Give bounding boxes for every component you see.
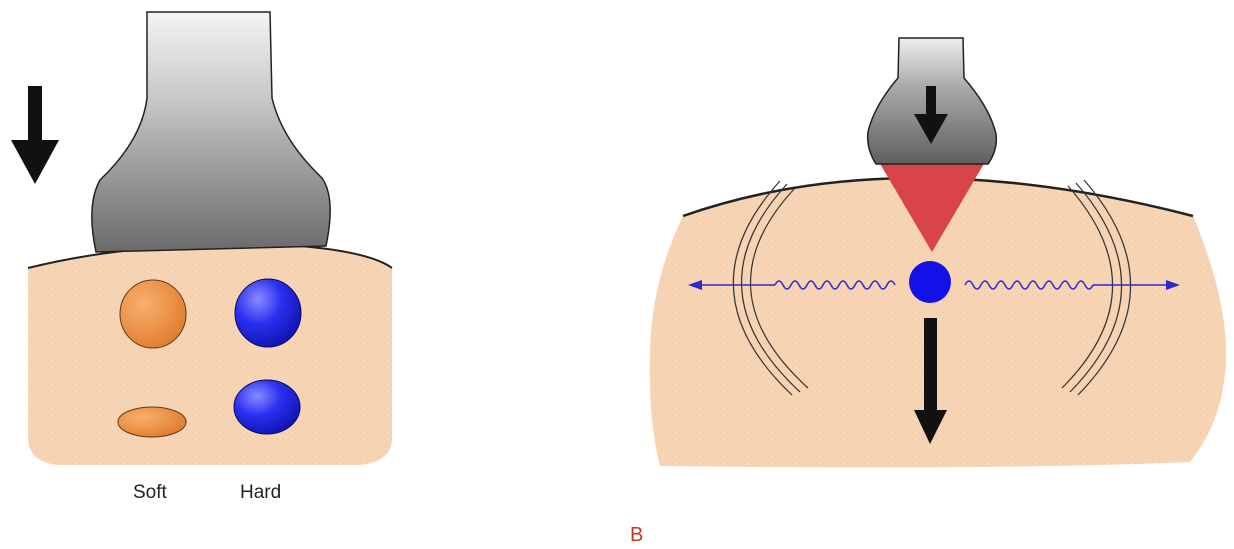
ultrasound-probe-left — [92, 12, 330, 252]
focal-point — [909, 261, 951, 303]
tissue-block-left — [28, 244, 392, 465]
left-panel — [11, 12, 392, 465]
down-arrow-icon — [11, 86, 59, 184]
hard-label: Hard — [240, 482, 281, 504]
hard-inclusion-round — [235, 279, 301, 347]
panel-label: B — [630, 524, 643, 547]
soft-label: Soft — [133, 482, 167, 504]
hard-inclusion-compressed — [234, 380, 300, 434]
soft-inclusion-compressed — [118, 407, 186, 437]
soft-inclusion-round — [120, 280, 186, 348]
right-panel — [650, 38, 1226, 467]
